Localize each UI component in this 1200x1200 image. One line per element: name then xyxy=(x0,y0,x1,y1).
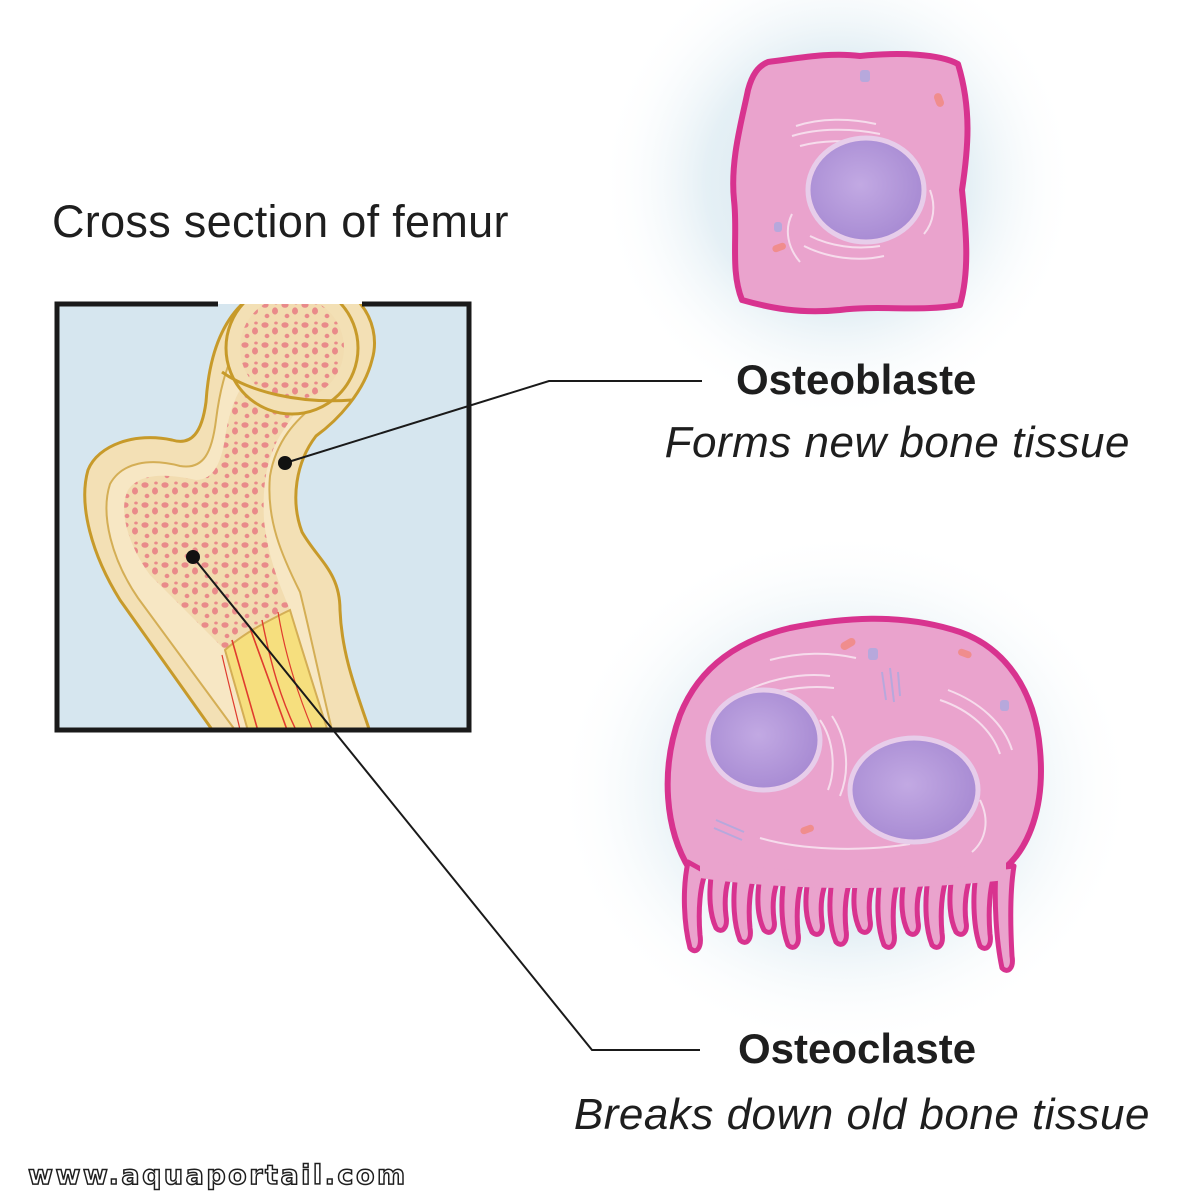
femur-bone xyxy=(83,304,376,730)
osteoclast-marker-dot xyxy=(186,550,200,564)
osteoblast-nucleus xyxy=(805,135,927,245)
leader-lines xyxy=(186,380,702,1051)
osteoclast-name: Osteoclaste xyxy=(738,1025,977,1072)
osteoclast-description: Breaks down old bone tissue xyxy=(573,1090,1150,1139)
osteoblast-cell xyxy=(598,0,1078,422)
osteoblast-name: Osteoblaste xyxy=(736,356,977,403)
osteoclast-nucleus-right xyxy=(847,735,981,845)
femur-panel-frame xyxy=(54,301,472,733)
osteoclast-cell xyxy=(555,530,1135,1050)
femur-title: Cross section of femur xyxy=(52,196,509,247)
watermark: www.aquaportail.com xyxy=(27,1159,408,1192)
osteoclast-leader-line xyxy=(192,556,700,1051)
osteoblast-description: Forms new bone tissue xyxy=(664,418,1130,467)
osteoclast-nucleus-left xyxy=(705,687,823,793)
osteoblast-leader-line xyxy=(284,380,702,464)
osteoblast-marker-dot xyxy=(278,456,292,470)
femur-panel xyxy=(54,301,472,733)
